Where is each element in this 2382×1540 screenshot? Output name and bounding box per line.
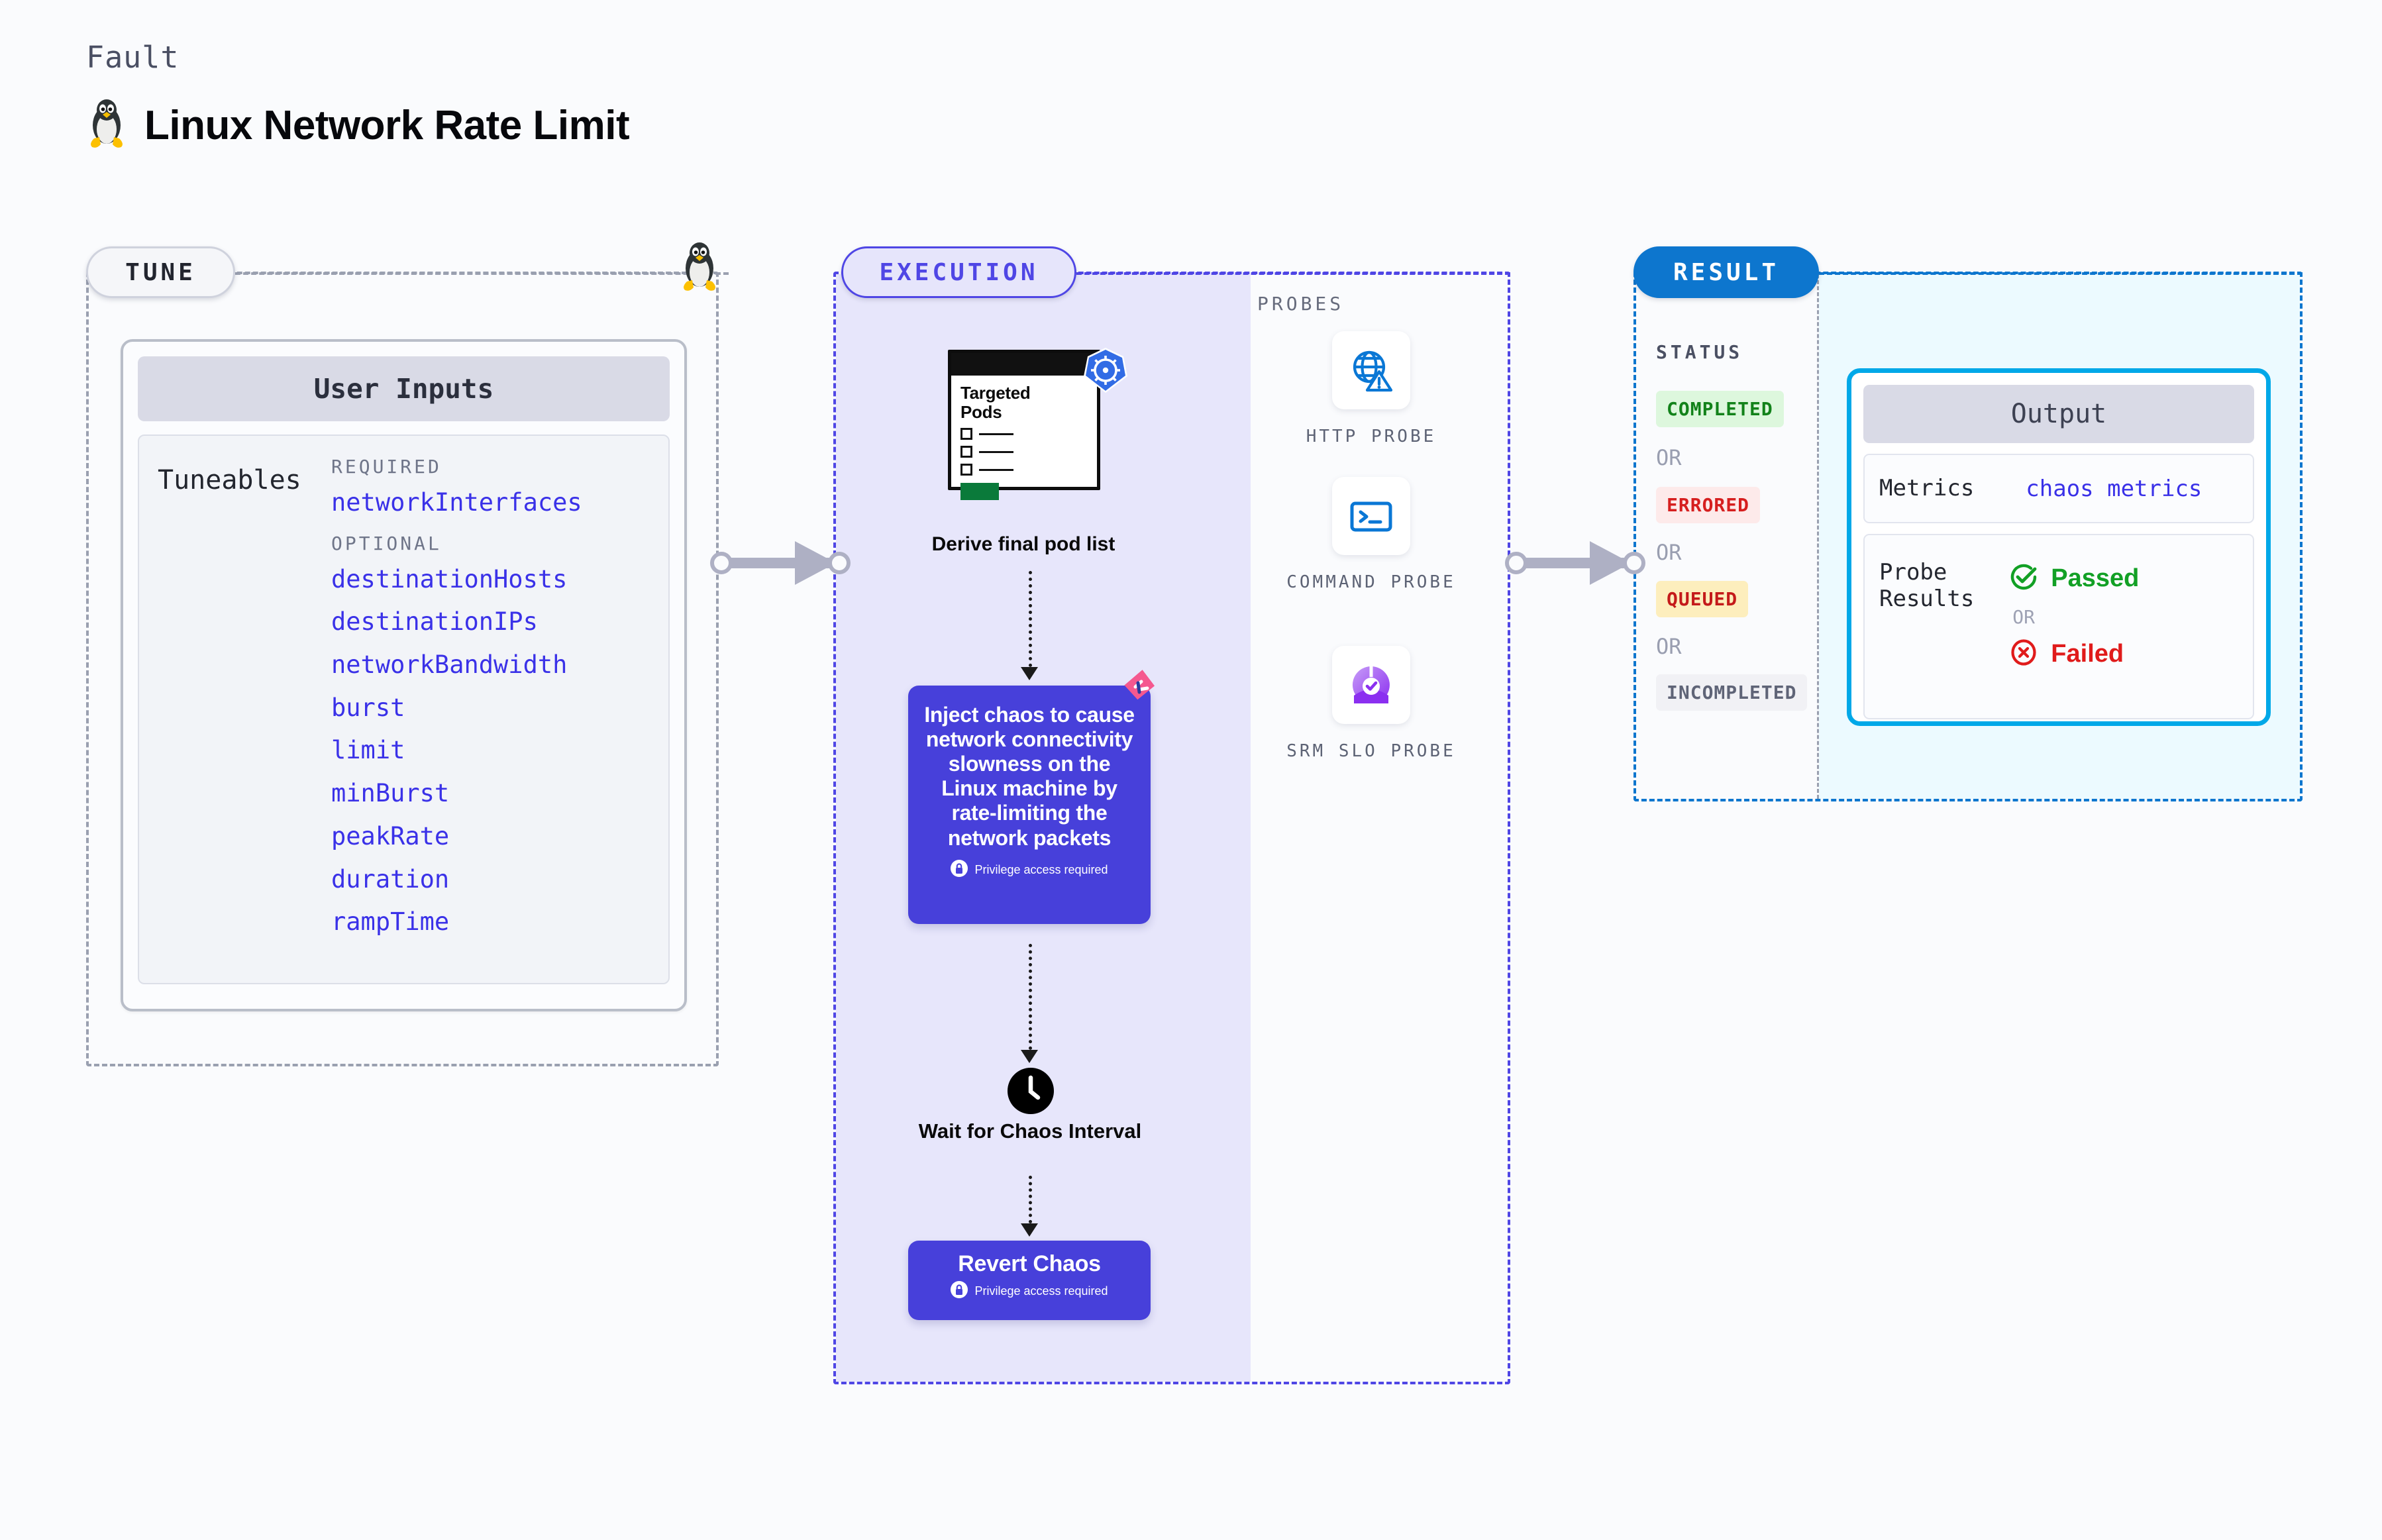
globe-warning-icon bbox=[1332, 331, 1410, 409]
status-badge-queued: QUEUED bbox=[1656, 581, 1749, 617]
placeholder-line bbox=[979, 450, 1013, 453]
status-or-label: OR bbox=[1656, 634, 1682, 659]
flow-connector-1 bbox=[1029, 571, 1032, 667]
lock-icon bbox=[951, 1281, 968, 1302]
litmus-logo-icon bbox=[1119, 667, 1161, 711]
output-card-header: Output bbox=[1863, 385, 2254, 443]
checkbox-icon bbox=[960, 428, 972, 440]
checkbox-icon bbox=[960, 464, 972, 476]
probe-command-label: COMMAND PROBE bbox=[1286, 572, 1456, 592]
targeted-pods-item bbox=[960, 428, 1088, 440]
kubernetes-helm-icon bbox=[1080, 344, 1131, 399]
result-header-connector bbox=[1819, 272, 2303, 275]
status-badge-errored: ERRORED bbox=[1656, 487, 1761, 523]
targeted-pods-titlebar bbox=[951, 353, 1097, 376]
page-title: Linux Network Rate Limit bbox=[144, 103, 630, 148]
tuneable-burst[interactable]: burst bbox=[331, 693, 405, 722]
slo-donut-check-icon bbox=[1332, 646, 1410, 724]
probe-result-passed: Passed bbox=[2008, 562, 2139, 595]
revert-chaos-title: Revert Chaos bbox=[958, 1251, 1101, 1276]
probe-http[interactable]: HTTP PROBE bbox=[1278, 331, 1464, 450]
probe-srm-slo-label: SRM SLO PROBE bbox=[1286, 741, 1456, 761]
title-row: Linux Network Rate Limit bbox=[86, 99, 630, 152]
tuneable-limit[interactable]: limit bbox=[331, 736, 405, 765]
inject-chaos-text: Inject chaos to cause network connectivi… bbox=[924, 703, 1135, 850]
status-or-label: OR bbox=[1656, 540, 1682, 565]
tuneables-label: Tuneables bbox=[158, 465, 301, 495]
tuneables-group-label-required: REQUIRED bbox=[331, 456, 442, 478]
tuneables-list: REQUIRED networkInterfaces OPTIONAL dest… bbox=[331, 456, 668, 983]
clock-icon bbox=[1008, 1068, 1054, 1117]
wait-for-chaos-interval-label: Wait for Chaos Interval bbox=[918, 1119, 1142, 1143]
metrics-value[interactable]: chaos metrics bbox=[2026, 475, 2202, 502]
probe-result-failed: Failed bbox=[2008, 637, 2139, 671]
tuneable-destinationips[interactable]: destinationIPs bbox=[331, 607, 538, 637]
user-inputs-card: User Inputs Tuneables REQUIRED networkIn… bbox=[121, 339, 687, 1011]
tuneable-peakrate[interactable]: peakRate bbox=[331, 821, 450, 850]
tune-section-tag[interactable]: TUNE bbox=[86, 246, 235, 298]
user-inputs-card-header: User Inputs bbox=[138, 356, 670, 421]
privilege-note-text: Privilege access required bbox=[974, 1284, 1108, 1298]
targeted-pods-item bbox=[960, 446, 1088, 458]
probe-result-or-label: OR bbox=[2012, 606, 2036, 628]
derive-pod-list-caption: Derive final pod list bbox=[931, 533, 1115, 555]
tuneable-networkinterfaces[interactable]: networkInterfaces bbox=[331, 488, 582, 517]
probe-command[interactable]: COMMAND PROBE bbox=[1278, 477, 1464, 595]
execution-section-tag[interactable]: EXECUTION bbox=[841, 246, 1076, 298]
privilege-note-row: Privilege access required bbox=[924, 859, 1135, 880]
status-badge-incompleted: INCOMPLETED bbox=[1656, 674, 1808, 711]
targeted-pods-green-bar bbox=[960, 483, 999, 501]
probes-region-fill bbox=[1251, 274, 1510, 1382]
placeholder-line bbox=[979, 468, 1013, 471]
status-title: STATUS bbox=[1656, 341, 1743, 363]
revert-chaos-step: Revert Chaos Privilege access required bbox=[908, 1241, 1151, 1320]
connector-execution-to-result bbox=[1505, 537, 1651, 590]
tuneable-destinationhosts[interactable]: destinationHosts bbox=[331, 564, 568, 593]
lock-icon bbox=[951, 859, 968, 880]
status-badge-completed: COMPLETED bbox=[1656, 391, 1784, 427]
flow-connector-3 bbox=[1029, 1176, 1032, 1223]
result-status-region-fill bbox=[1636, 274, 1819, 799]
tuneables-group-label-optional: OPTIONAL bbox=[331, 532, 442, 554]
x-circle-icon bbox=[2008, 637, 2039, 671]
probe-http-label: HTTP PROBE bbox=[1306, 427, 1437, 446]
tuneable-networkbandwidth[interactable]: networkBandwidth bbox=[331, 650, 568, 680]
checkbox-icon bbox=[960, 446, 972, 458]
flow-arrow-2 bbox=[1021, 1050, 1038, 1063]
targeted-pods-item bbox=[960, 464, 1088, 476]
page-header: Fault Linux Network Rate Limit bbox=[86, 40, 630, 152]
tuneables-box: Tuneables REQUIRED networkInterfaces OPT… bbox=[138, 435, 670, 984]
tune-header-connector bbox=[235, 272, 729, 275]
privilege-note-text: Privilege access required bbox=[974, 862, 1108, 876]
check-circle-icon bbox=[2008, 562, 2039, 595]
flow-connector-2 bbox=[1029, 944, 1032, 1050]
placeholder-line bbox=[979, 433, 1013, 435]
metrics-key: Metrics bbox=[1879, 475, 1975, 502]
flow-arrow-3 bbox=[1021, 1223, 1038, 1237]
execution-header-connector bbox=[1076, 272, 1510, 275]
probe-result-failed-label: Failed bbox=[2051, 640, 2124, 668]
status-or-label: OR bbox=[1656, 445, 1682, 470]
tuneable-minburst[interactable]: minBurst bbox=[331, 779, 450, 808]
probe-srm-slo[interactable]: SRM SLO PROBE bbox=[1278, 646, 1464, 764]
probes-title: PROBES bbox=[1257, 293, 1345, 315]
tuneable-duration[interactable]: duration bbox=[331, 864, 450, 894]
privilege-note-row: Privilege access required bbox=[908, 1281, 1151, 1302]
inject-chaos-step: Inject chaos to cause network connectivi… bbox=[908, 686, 1151, 924]
linux-penguin-icon bbox=[679, 242, 720, 292]
fault-kicker: Fault bbox=[86, 40, 180, 75]
flow-arrow-1 bbox=[1021, 667, 1038, 680]
probe-result-passed-label: Passed bbox=[2051, 564, 2140, 592]
output-metrics-row: Metrics chaos metrics bbox=[1863, 454, 2254, 523]
result-section-tag[interactable]: RESULT bbox=[1633, 246, 1819, 298]
tuneable-ramptime[interactable]: rampTime bbox=[331, 907, 450, 937]
terminal-icon bbox=[1332, 477, 1410, 555]
connector-tune-to-execution bbox=[710, 537, 856, 590]
linux-penguin-icon bbox=[86, 99, 127, 152]
